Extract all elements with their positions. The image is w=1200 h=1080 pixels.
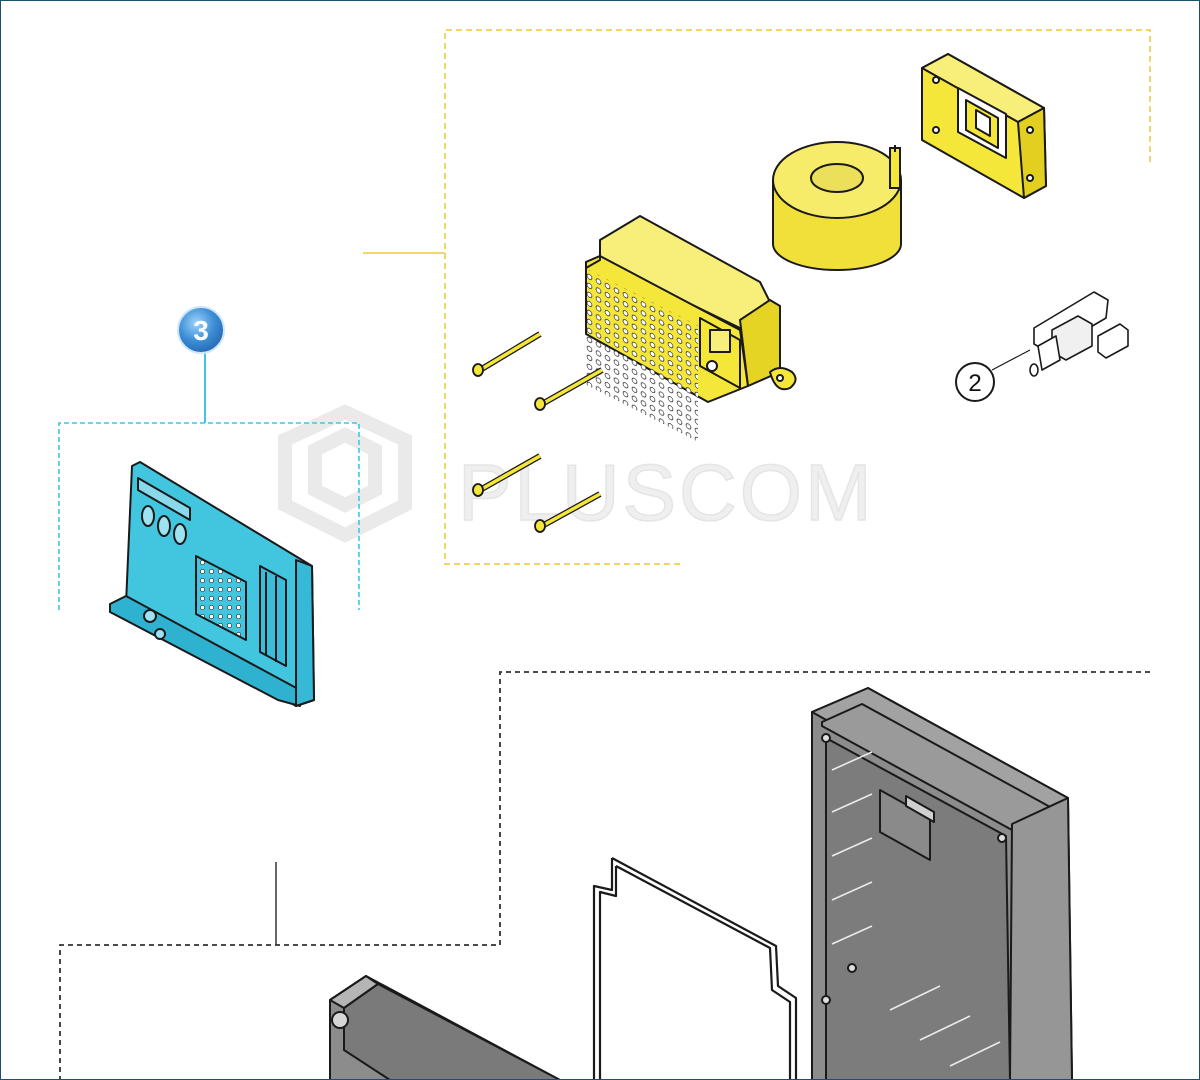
lower-group-frame xyxy=(59,671,1150,1080)
mounting-bracket-icon xyxy=(921,53,1047,199)
transformer-icon xyxy=(585,215,797,442)
gasket-icon xyxy=(592,857,798,1080)
watermark-text: PLUSCOM xyxy=(458,448,875,537)
callout-2[interactable]: 2 xyxy=(955,349,1031,402)
callout-3-label: 3 xyxy=(193,315,209,346)
screw-icon xyxy=(472,331,604,533)
highlight-frame xyxy=(58,422,360,610)
enclosure-box-icon xyxy=(811,687,1073,1080)
callout-3-badge xyxy=(177,306,225,354)
watermark: PLUSCOM xyxy=(278,404,875,543)
callout-2-leader xyxy=(991,349,1031,371)
callout-2-label: 2 xyxy=(968,370,981,397)
control-board-icon xyxy=(109,461,315,707)
terminal-pcb-icon xyxy=(1029,291,1129,377)
toroidal-core-icon xyxy=(772,141,902,271)
callout-3[interactable]: 3 xyxy=(177,306,225,423)
callout-2-circle xyxy=(955,362,995,402)
enclosure-lid-icon xyxy=(329,975,561,1080)
watermark-logo-icon xyxy=(278,404,412,543)
